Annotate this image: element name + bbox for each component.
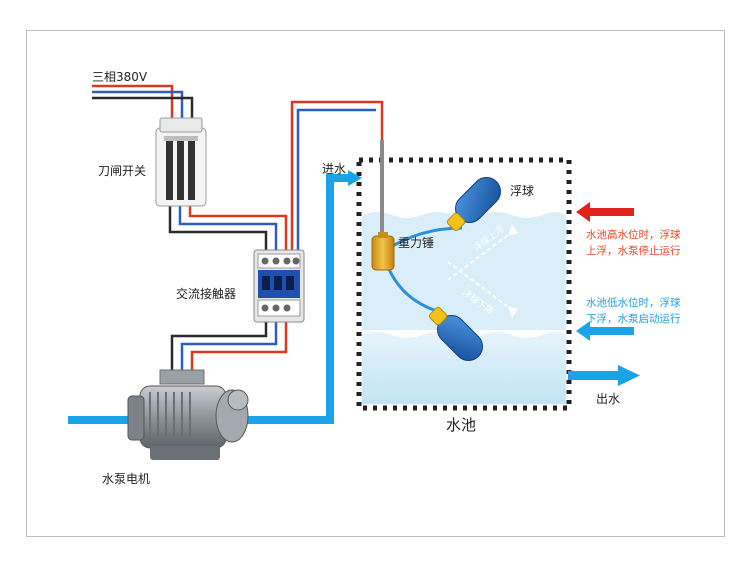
float-up-arrowhead [508,224,518,236]
float-ball-icon [428,177,501,361]
weight-label: 重力锤 [398,236,435,250]
contactor-label: 交流接触器 [176,287,237,301]
contactor-icon [253,249,305,323]
knife-switch-label: 刀闸开关 [98,164,147,178]
knife-switch-icon [155,117,207,207]
low-level-note-line-2: 下浮，水泵启动运行 [586,313,681,326]
low-level-arrow [576,321,634,341]
float-motion-arrows [447,231,513,311]
power-label: 三相380V [92,70,148,84]
float-ball-label: 浮球 [510,184,535,198]
power-wires [92,84,384,372]
low-level-note-line-1: 水池低水位时，浮球 [586,297,681,309]
weight-icon [371,232,395,271]
water-in-label: 进水 [322,162,347,176]
outflow-arrow [568,365,640,386]
pool-label: 水池 [446,416,477,434]
high-level-arrow [576,202,634,222]
high-level-note-line-1: 水池高水位时，浮球 [586,229,681,241]
high-level-note-line-2: 上浮，水泵停止运行 [586,245,681,258]
pump-motor-icon [127,369,249,460]
float-down-arrowhead [508,306,518,318]
pump-motor-label: 水泵电机 [102,472,151,486]
diagram-frame [26,30,725,537]
water-out-label: 出水 [596,392,621,406]
high-level-note: 水池高水位时，浮球 上浮，水泵停止运行 [586,227,681,260]
low-level-note: 水池低水位时，浮球 下浮，水泵启动运行 [586,295,681,328]
